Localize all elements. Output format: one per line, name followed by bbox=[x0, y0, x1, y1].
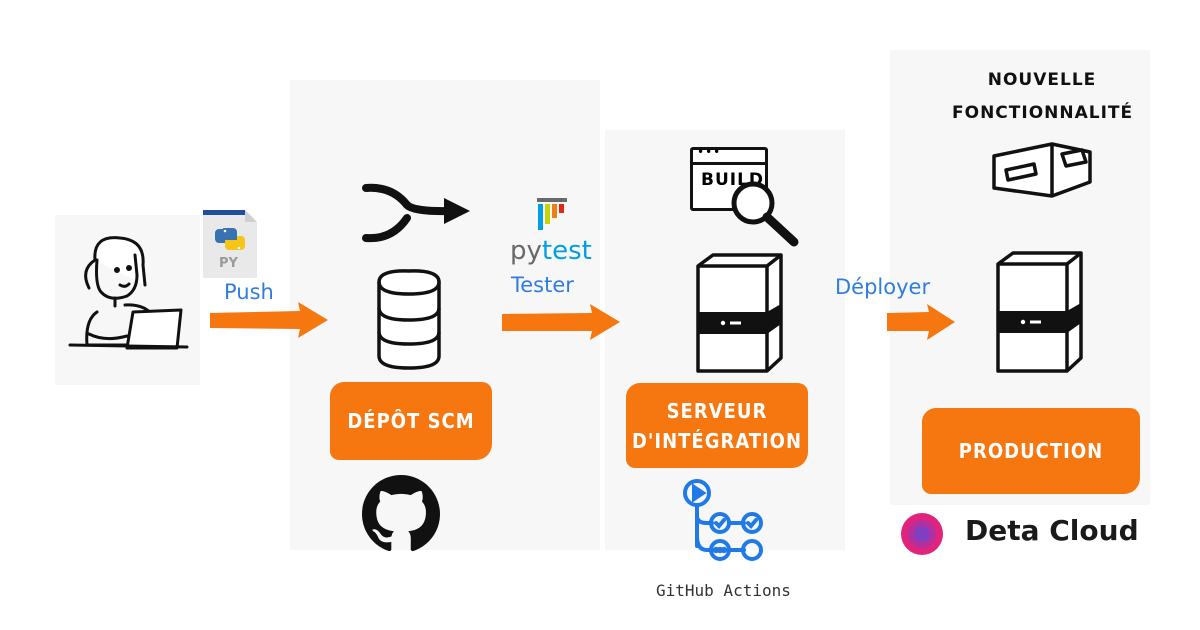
python-file-ext: PY bbox=[219, 256, 238, 271]
integration-server-box: SERVEUR D'INTÉGRATION bbox=[626, 383, 808, 468]
depot-scm-box: DÉPÔT SCM bbox=[330, 382, 492, 460]
production-box: PRODUCTION bbox=[922, 408, 1140, 494]
pytest-logo-icon bbox=[537, 198, 567, 230]
github-icon bbox=[362, 475, 440, 552]
github-actions-caption: GitHub Actions bbox=[656, 581, 791, 600]
tester-label: Tester bbox=[511, 273, 574, 297]
deployer-arrow-icon bbox=[887, 304, 955, 340]
production-label: PRODUCTION bbox=[958, 439, 1104, 463]
deta-cloud-name: Deta Cloud bbox=[965, 514, 1139, 547]
deta-logo-icon bbox=[901, 513, 943, 555]
push-arrow-icon bbox=[210, 302, 328, 338]
python-file-icon: PY bbox=[203, 210, 257, 278]
server-icon bbox=[696, 253, 783, 373]
package-box-icon bbox=[992, 142, 1092, 198]
tester-arrow-icon bbox=[502, 304, 620, 340]
pytest-py: py bbox=[510, 236, 542, 266]
push-label: Push bbox=[224, 280, 274, 304]
feature-title: NOUVELLE FONCTIONNALITÉ bbox=[952, 64, 1132, 130]
production-server-icon bbox=[996, 251, 1083, 373]
pytest-test: test bbox=[541, 236, 592, 266]
database-icon bbox=[377, 269, 441, 370]
feature-line2: FONCTIONNALITÉ bbox=[952, 103, 1134, 123]
serveur-line1: SERVEUR bbox=[666, 398, 768, 423]
serveur-line2: D'INTÉGRATION bbox=[631, 428, 803, 453]
build-window-titlebar: ••• bbox=[693, 145, 765, 165]
feature-line1: NOUVELLE bbox=[987, 70, 1097, 90]
magnifier-icon bbox=[731, 181, 799, 247]
window-dots-icon: ••• bbox=[697, 145, 722, 159]
depot-scm-label: DÉPÔT SCM bbox=[347, 409, 475, 433]
merge-arrow-icon bbox=[362, 183, 470, 243]
developer-laptop-icon bbox=[68, 236, 189, 350]
github-actions-icon bbox=[683, 479, 763, 561]
pytest-wordmark: pytest bbox=[510, 236, 592, 266]
deployer-label: Déployer bbox=[835, 275, 931, 299]
